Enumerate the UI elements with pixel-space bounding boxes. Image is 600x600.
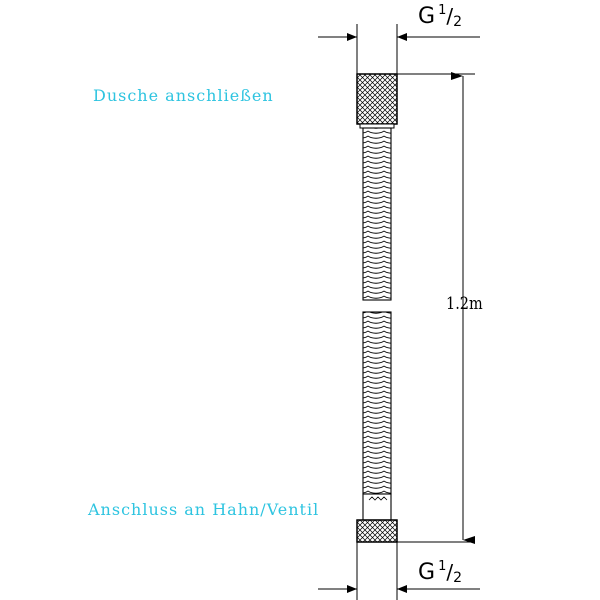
- thread-denominator: 2: [453, 570, 463, 586]
- hose-upper-segment: [362, 127, 392, 301]
- bottom-ferrule: [362, 493, 392, 521]
- bottom-connector-nut: [356, 519, 398, 543]
- label-bottom-connection: Anschluss an Hahn/Ventil: [88, 500, 320, 519]
- label-hose-length: 1.2m: [446, 294, 483, 314]
- thread-slash: /: [446, 560, 454, 584]
- thread-slash: /: [446, 4, 454, 28]
- thread-prefix: G: [418, 560, 436, 585]
- thread-prefix: G: [418, 4, 436, 29]
- thread-numerator: 1: [438, 559, 447, 574]
- thread-numerator: 1: [438, 3, 447, 18]
- top-connector-nut: [356, 73, 398, 129]
- thread-denominator: 2: [453, 14, 463, 30]
- hose-lower-segment: [362, 311, 392, 495]
- label-top-connection: Dusche anschließen: [93, 86, 274, 105]
